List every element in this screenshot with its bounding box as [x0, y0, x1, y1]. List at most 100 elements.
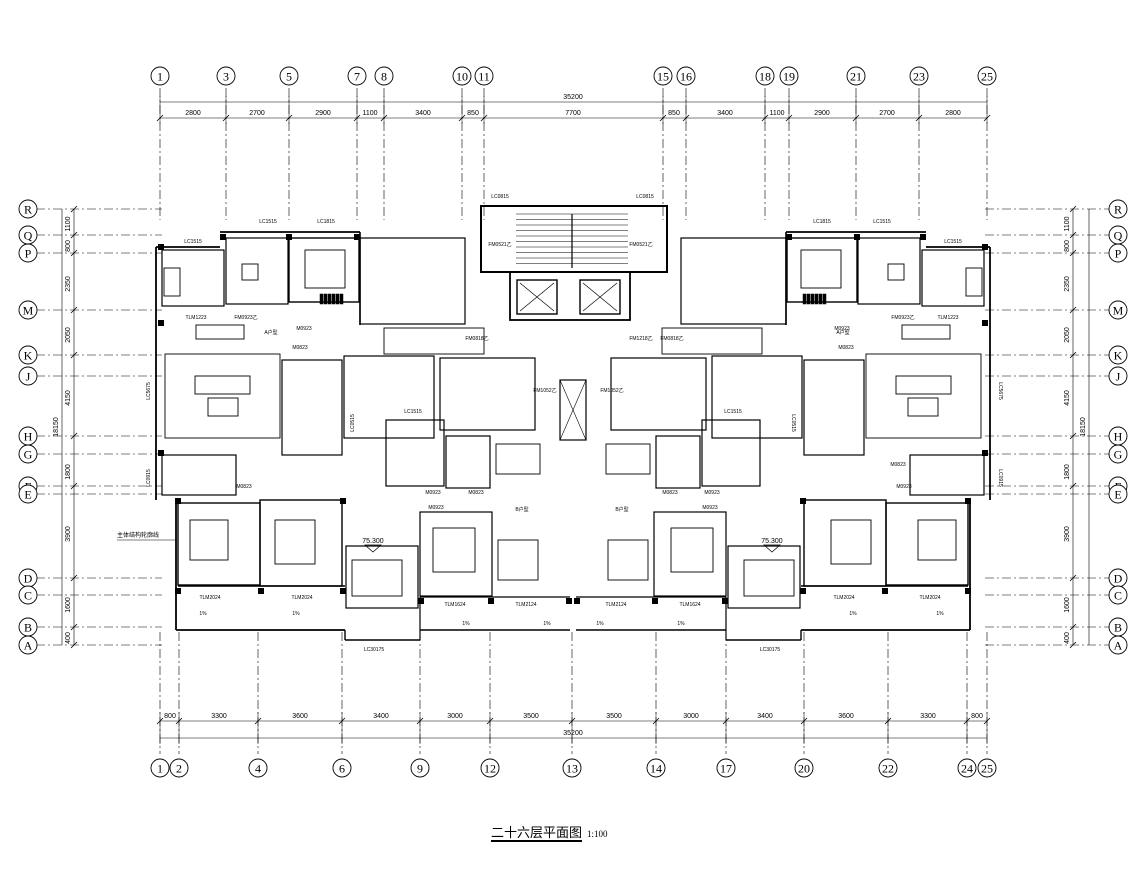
- plan-label: M0823: [662, 490, 678, 496]
- bathroom-b: [445, 435, 491, 489]
- dim-tick: [70, 231, 78, 239]
- elevator-core: [509, 271, 631, 321]
- axis-bubble-left-label: H: [24, 430, 33, 444]
- shaft-room: [359, 237, 466, 325]
- axis-bubble-bottom-circle: [716, 758, 736, 778]
- axis-bubble-bottom-circle: [410, 758, 430, 778]
- plan-label: M0923: [296, 326, 312, 332]
- axis-bubble-bottom-label: 2: [176, 762, 182, 776]
- drawing-title-text: 二十六层平面图: [491, 825, 583, 840]
- living-room: [164, 353, 281, 439]
- dim-tick: [70, 432, 78, 440]
- dim-top: 850: [467, 110, 479, 117]
- plan-label: LC1515: [944, 239, 962, 245]
- axis-bubble-top-circle: [977, 66, 997, 86]
- column: [340, 498, 346, 504]
- bedroom-b: [385, 419, 445, 487]
- elevation-triangle: [364, 544, 382, 553]
- axis-bubble-top-label: 3: [223, 70, 229, 84]
- bed-south-2: [274, 519, 316, 565]
- column: [882, 588, 888, 594]
- dim-side-left: 1600: [65, 597, 72, 613]
- plan-label: A户型: [264, 329, 277, 336]
- dim-tick: [70, 641, 78, 649]
- dim-tick: [1069, 623, 1077, 631]
- plan-label: M0823: [236, 484, 252, 490]
- axis-bubble-bottom-label: 20: [798, 762, 810, 776]
- sofa-b: [607, 539, 649, 581]
- dim-side-left: 2050: [65, 327, 72, 343]
- dim-top: 2900: [315, 110, 331, 117]
- dim-tick: [1069, 482, 1077, 490]
- plan-label: M0923: [425, 490, 441, 496]
- plan-label: LC30175: [760, 647, 781, 653]
- axis-bubble-bottom-label: 9: [417, 762, 423, 776]
- bedroom-master-north: [288, 237, 360, 303]
- coffee-table: [907, 397, 939, 417]
- bedroom-b-master: [653, 511, 727, 597]
- axis-bubble-bottom-circle: [248, 758, 268, 778]
- axis-bubble-top-label: 5: [286, 70, 292, 84]
- column: [982, 320, 988, 326]
- dim-side-right: 1800: [1064, 464, 1071, 480]
- column: [800, 498, 806, 504]
- axis-bubble-right-label: Q: [1114, 229, 1123, 243]
- kitchen: [921, 249, 985, 307]
- axis-bubble-top-circle: [653, 66, 673, 86]
- bathroom-1-2: [803, 359, 865, 456]
- walls: [155, 205, 991, 641]
- dim-bottom: 3300: [211, 713, 227, 720]
- axis-bubble-left-label: M: [23, 304, 34, 318]
- bathroom-1-2: [281, 359, 343, 456]
- dim-tick: [1069, 306, 1077, 314]
- dim-top: 1100: [769, 110, 784, 117]
- plan-label: 1%: [936, 611, 944, 617]
- plan-label: FM0818乙: [660, 335, 683, 342]
- dining-b: [495, 443, 541, 475]
- dim-tick: [1069, 249, 1077, 257]
- plan-label: LC1815: [317, 219, 335, 225]
- plan-label: M0923: [896, 484, 912, 490]
- bed-north: [800, 249, 842, 289]
- shaft-center: [559, 379, 587, 441]
- axis-bubble-right-circle: [1108, 585, 1128, 605]
- plan-label: TLM1223: [937, 315, 958, 321]
- axis-bubble-bottom-label: 4: [255, 762, 261, 776]
- axis-bubble-right-label: E: [1114, 488, 1121, 502]
- axis-bubble-top-label: 19: [783, 70, 795, 84]
- wardrobe-hatch: [331, 293, 336, 305]
- living-room: [865, 353, 982, 439]
- axis-bubble-top-circle: [150, 66, 170, 86]
- structure-note: 主体结构轮廓线: [117, 531, 159, 539]
- axis-bubble-top-circle: [474, 66, 494, 86]
- bedroom-small: [857, 237, 921, 305]
- plan-label: LC1515: [873, 219, 891, 225]
- dim-total-width-bottom: 35200: [563, 730, 583, 737]
- axis-bubble-right-label: M: [1113, 304, 1124, 318]
- axis-bubble-top-circle: [216, 66, 236, 86]
- axis-bubble-left-circle: [18, 199, 38, 219]
- wardrobe-hatch: [818, 293, 823, 305]
- axis-bubble-left-circle: [18, 635, 38, 655]
- axis-bubble-left-circle: [18, 300, 38, 320]
- dim-bottom: 3500: [523, 713, 539, 720]
- axis-bubble-right-circle: [1108, 484, 1128, 504]
- column: [574, 598, 580, 604]
- axis-bubble-left-label: R: [24, 203, 32, 217]
- plan-label: TLM1624: [444, 602, 465, 608]
- dim-top: 3400: [717, 110, 733, 117]
- column: [566, 598, 572, 604]
- axis-bubble-top-circle: [779, 66, 799, 86]
- dim-tick: [70, 623, 78, 631]
- axis-bubble-bottom-label: 12: [484, 762, 496, 776]
- dim-tick: [70, 306, 78, 314]
- plan-label: LC0815: [636, 194, 654, 200]
- bedroom-b: [701, 419, 761, 487]
- axis-bubble-top-label: 23: [913, 70, 925, 84]
- wardrobe-hatch: [806, 293, 811, 305]
- axis-grid: [36, 88, 1110, 754]
- shaft-room: [680, 237, 787, 325]
- axis-bubble-bottom-label: 1: [157, 762, 163, 776]
- dim-tick: [70, 205, 78, 213]
